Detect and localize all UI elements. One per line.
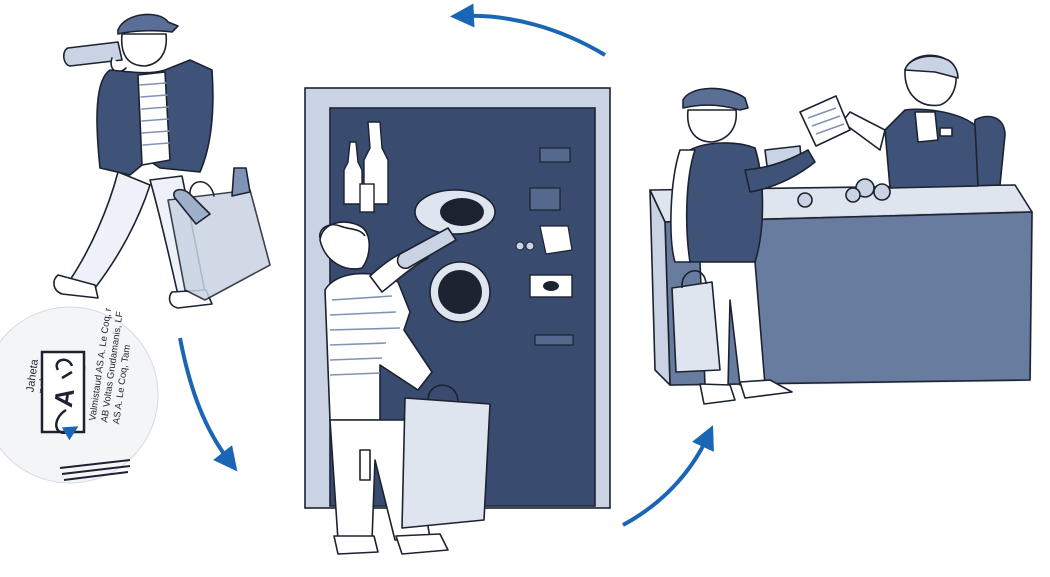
deposit-logo-icon: A — [40, 350, 86, 441]
reverse-vending-machine-icon — [304, 87, 611, 555]
arrow-down-icon — [178, 337, 238, 472]
logo-letter: A — [48, 386, 80, 409]
shop-counter-icon — [649, 54, 1033, 405]
arrow-top-icon — [450, 3, 607, 57]
bottle-label: Jaheta pakend ihuvu ostep Meebu A Valmis… — [0, 306, 159, 484]
person-drinking-icon — [53, 13, 271, 309]
label-line-1: Jaheta — [25, 358, 42, 393]
cycle-arrows — [178, 3, 714, 527]
arrow-up-right-icon — [622, 425, 714, 527]
